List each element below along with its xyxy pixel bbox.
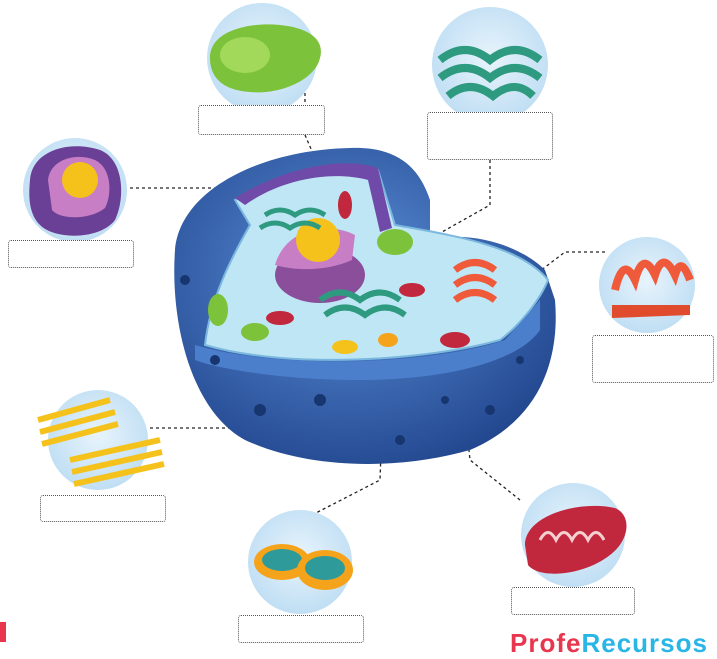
bubble-lysosome bbox=[248, 510, 353, 614]
brand-part2: Recursos bbox=[581, 628, 708, 658]
bubble-rough-er bbox=[432, 7, 548, 123]
label-box-cytoskeleton[interactable] bbox=[40, 495, 166, 522]
label-box-lysosome[interactable] bbox=[238, 615, 364, 643]
brand-logo: ProfeRecursos bbox=[510, 628, 708, 659]
cell-body bbox=[174, 148, 555, 464]
label-box-rough-er-right[interactable] bbox=[592, 335, 714, 383]
label-box-golgi[interactable] bbox=[198, 105, 325, 135]
corner-mark bbox=[0, 622, 6, 642]
label-box-rough-er[interactable] bbox=[427, 112, 553, 160]
bubble-rough-er-right bbox=[599, 237, 695, 333]
cell-diagram bbox=[0, 0, 717, 645]
bubble-nucleus bbox=[23, 138, 127, 242]
brand-part1: Profe bbox=[510, 628, 581, 658]
label-box-mitochondrion[interactable] bbox=[511, 587, 635, 615]
bubble-cytoskeleton bbox=[38, 390, 164, 490]
label-box-nucleus[interactable] bbox=[8, 240, 134, 268]
bubble-golgi bbox=[207, 3, 321, 113]
bubble-mitochondrion bbox=[521, 483, 626, 587]
